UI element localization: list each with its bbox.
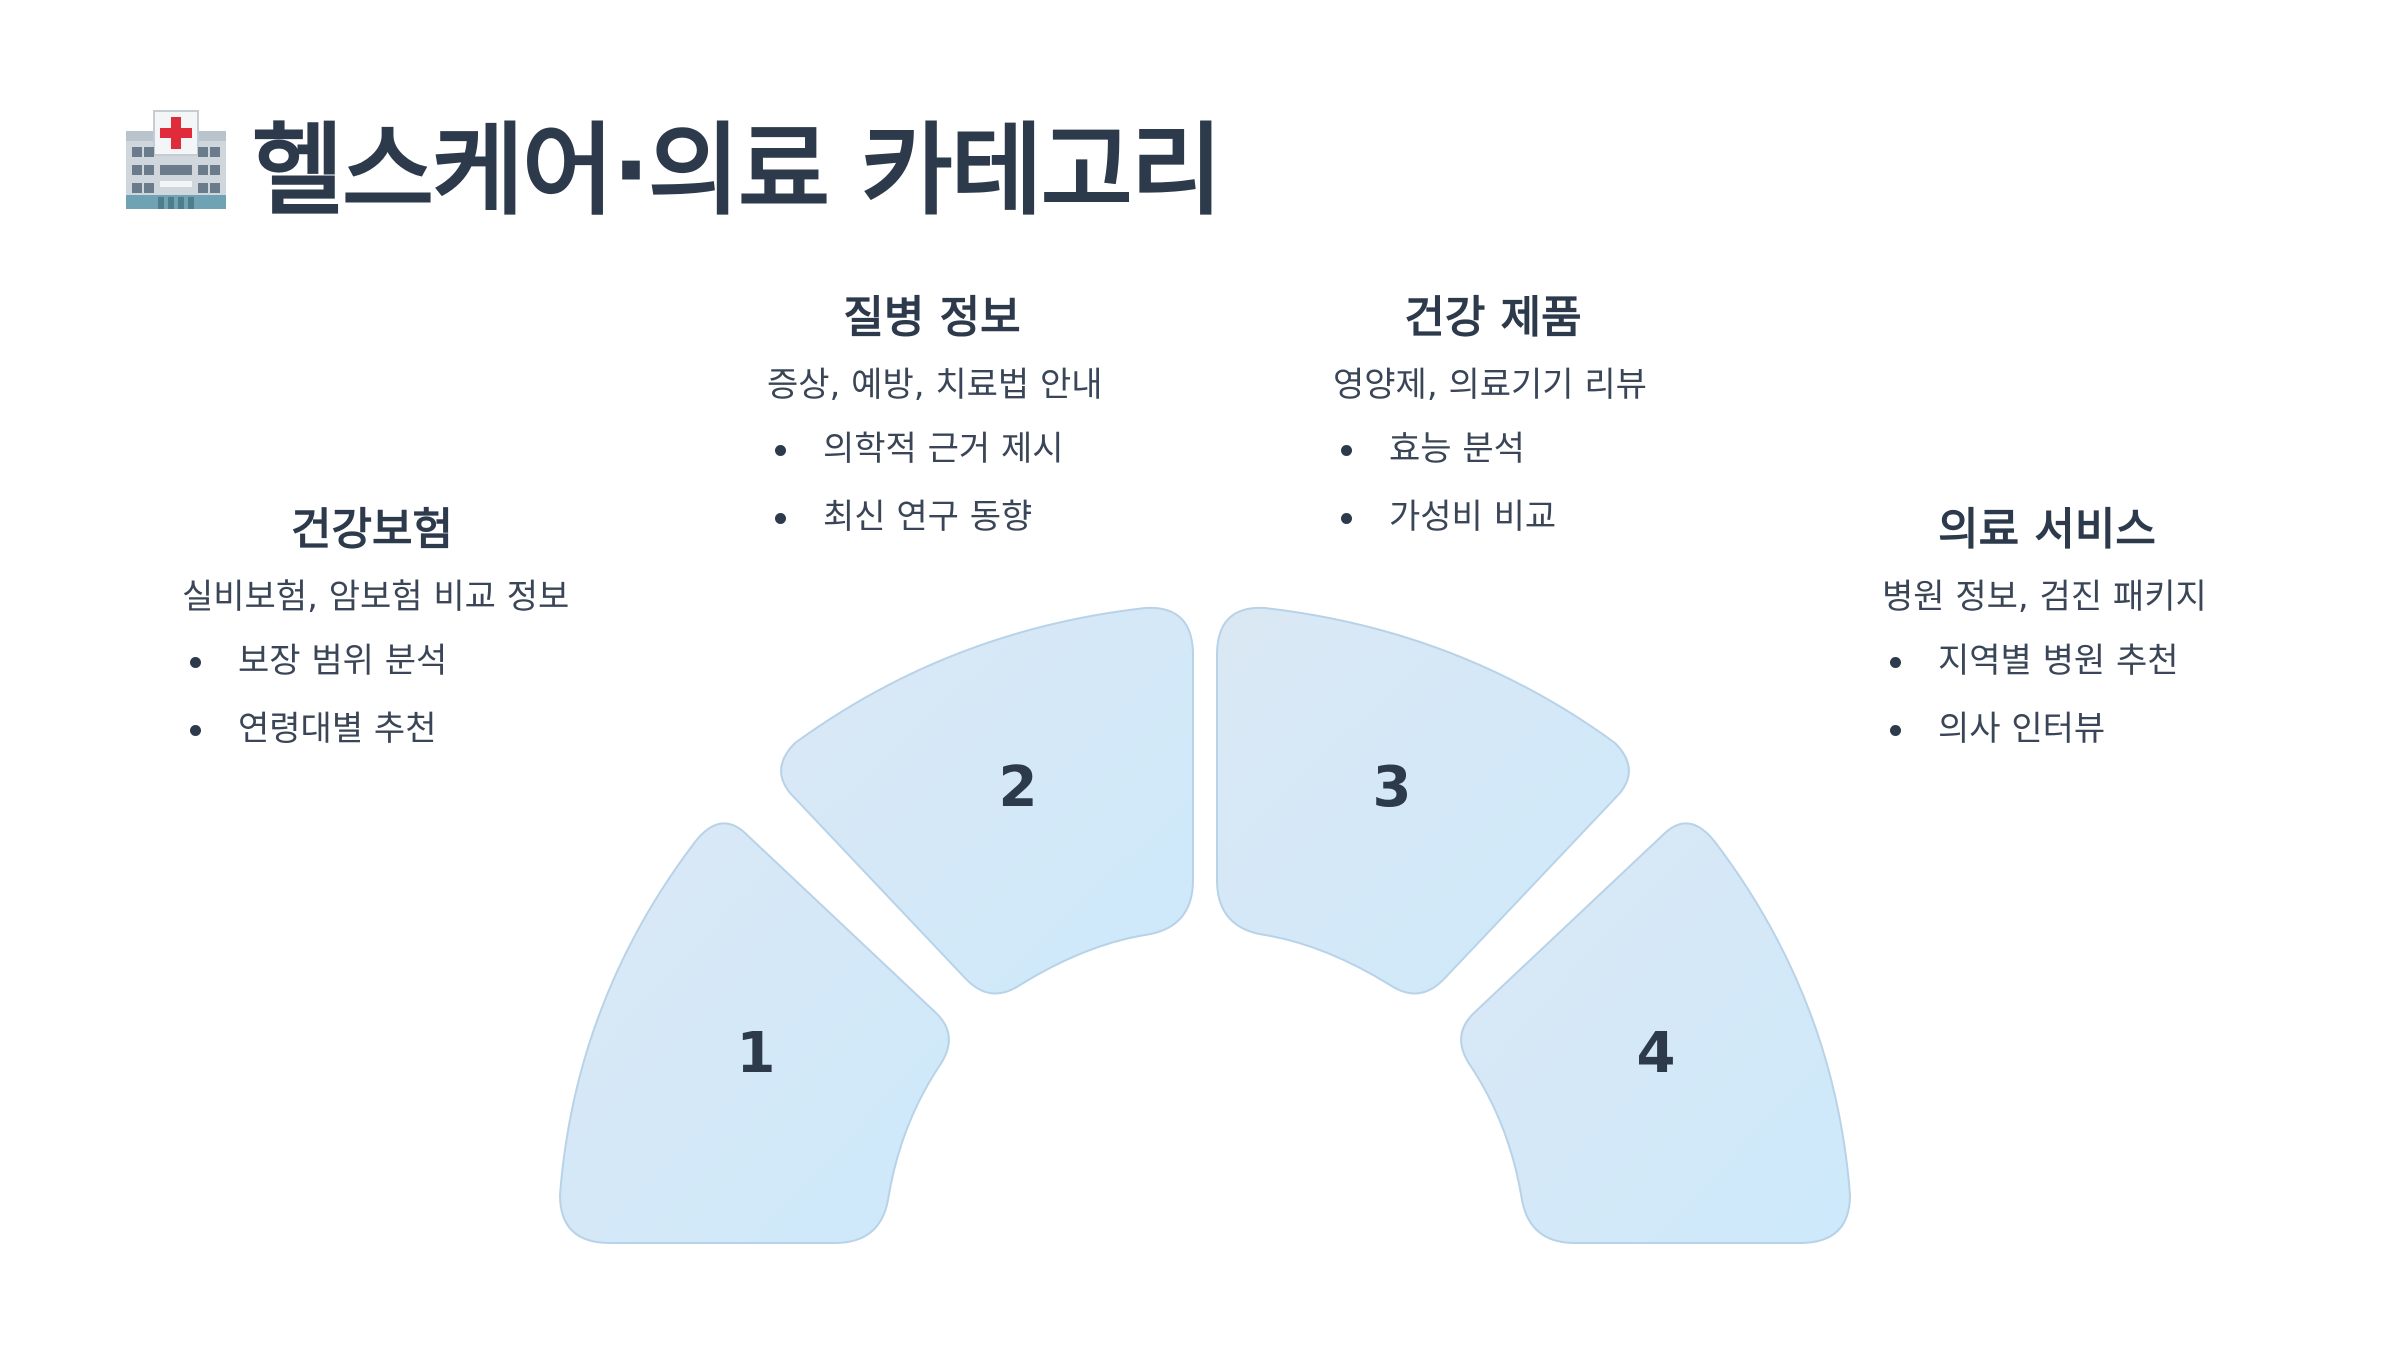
list-item: 보장 범위 분석: [182, 638, 702, 684]
category-heading: 건강 제품: [1404, 292, 1582, 343]
segment-4-number: 4: [1637, 1021, 1676, 1086]
list-item-text: 보장 범위 분석: [238, 641, 448, 681]
list-item: 지역별 병원 추천: [1882, 638, 2400, 684]
list-item: 효능 분석: [1333, 426, 1853, 472]
list-item-text: 최신 연구 동향: [823, 497, 1033, 537]
category-block-1: 건강보험 실비보험, 암보험 비교 정보 보장 범위 분석 연령대별 추천: [182, 500, 702, 774]
list-item-text: 의사 인터뷰: [1938, 709, 2106, 749]
category-heading: 질병 정보: [843, 292, 1021, 343]
bullet-icon: [775, 445, 786, 456]
list-item: 가성비 비교: [1333, 494, 1853, 540]
category-block-2: 질병 정보 증상, 예방, 치료법 안내 의학적 근거 제시 최신 연구 동향: [767, 288, 1287, 562]
bullet-icon: [775, 513, 786, 524]
bullet-icon: [190, 725, 201, 736]
list-item-text: 가성비 비교: [1389, 497, 1557, 537]
segment-2-number: 2: [999, 755, 1038, 820]
list-item-text: 연령대별 추천: [238, 709, 437, 749]
bullet-icon: [190, 657, 201, 668]
list-item: 의사 인터뷰: [1882, 706, 2400, 752]
page-title: 헬스케어·의료 카테고리: [124, 96, 1223, 229]
bullet-icon: [1890, 657, 1901, 668]
segment-3[interactable]: 3: [1216, 606, 1630, 995]
bullet-icon: [1341, 513, 1352, 524]
category-points: 지역별 병원 추천 의사 인터뷰: [1882, 638, 2400, 752]
category-heading: 의료 서비스: [1938, 504, 2156, 555]
list-item: 연령대별 추천: [182, 706, 702, 752]
hospital-icon: [126, 110, 226, 209]
category-points: 효능 분석 가성비 비교: [1333, 426, 1853, 540]
segment-2[interactable]: 2: [780, 606, 1194, 995]
category-points: 의학적 근거 제시 최신 연구 동향: [767, 426, 1287, 540]
category-description: 실비보험, 암보험 비교 정보: [182, 577, 570, 617]
category-description: 증상, 예방, 치료법 안내: [767, 365, 1103, 405]
page-title-text: 헬스케어·의료 카테고리: [252, 111, 1223, 229]
list-item: 의학적 근거 제시: [767, 426, 1287, 472]
category-heading: 건강보험: [291, 504, 453, 555]
category-description: 병원 정보, 검진 패키지: [1882, 577, 2207, 617]
segment-1[interactable]: 1: [558, 822, 950, 1244]
bullet-icon: [1890, 725, 1901, 736]
category-description: 영양제, 의료기기 리뷰: [1333, 365, 1647, 405]
list-item-text: 의학적 근거 제시: [823, 429, 1064, 469]
category-block-4: 의료 서비스 병원 정보, 검진 패키지 지역별 병원 추천 의사 인터뷰: [1882, 500, 2400, 774]
list-item-text: 지역별 병원 추천: [1938, 641, 2179, 681]
category-block-3: 건강 제품 영양제, 의료기기 리뷰 효능 분석 가성비 비교: [1333, 288, 1853, 562]
segment-4[interactable]: 4: [1460, 822, 1852, 1244]
list-item-text: 효능 분석: [1389, 429, 1525, 469]
list-item: 최신 연구 동향: [767, 494, 1287, 540]
bullet-icon: [1341, 445, 1352, 456]
category-points: 보장 범위 분석 연령대별 추천: [182, 638, 702, 752]
segment-3-number: 3: [1373, 755, 1412, 820]
segment-1-number: 1: [737, 1021, 776, 1086]
